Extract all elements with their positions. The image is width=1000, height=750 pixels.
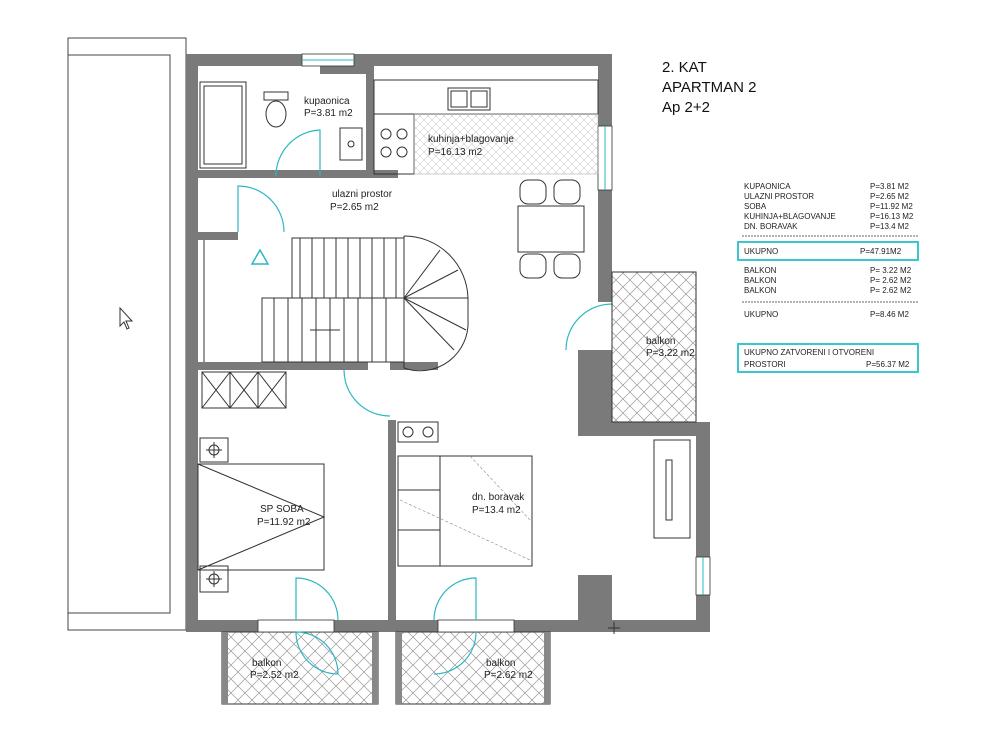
cooktop [397, 421, 439, 443]
room-area-balkon-left: P=2.52 m2 [250, 670, 299, 681]
table-row-name: BALKON [744, 286, 777, 295]
plan-title-apartment: APARTMAN 2 [662, 79, 756, 96]
room-area-kupaonica: P=3.81 m2 [304, 108, 353, 119]
room-name-balkon-right: balkon [646, 336, 675, 347]
grand-total-line2: PROSTORI [744, 360, 786, 369]
entrance-marker-icon [250, 248, 270, 265]
balcony-bottom-left [221, 631, 379, 705]
toilet [263, 91, 289, 128]
staircase [203, 235, 469, 372]
table-row-value: P= 3.22 M2 [870, 266, 912, 275]
balcony-door-right [565, 303, 613, 351]
balcony-right [611, 271, 697, 423]
total-value: P=47.91M2 [860, 247, 902, 256]
table-row-name: DN. BORAVAK [744, 222, 798, 231]
plan-title-type: Ap 2+2 [662, 99, 710, 116]
room-name-soba: SP SOBA [260, 504, 304, 515]
total-name: UKUPNO [744, 247, 778, 256]
table-row-name: KUHINJA+BLAGOVANJE [744, 212, 836, 221]
room-name-kupaonica: kupaonica [304, 96, 350, 107]
adjacent-building [67, 37, 187, 631]
room-area-soba: P=11.92 m2 [257, 517, 311, 528]
table-row-name: SOBA [744, 202, 767, 211]
dimension-marker [608, 622, 620, 634]
bathtub [199, 81, 247, 169]
table-row-name: KUPAONICA [744, 182, 791, 191]
table-row-value: P= 2.62 M2 [870, 286, 912, 295]
balcony-bottom-right [395, 631, 551, 705]
room-name-ulazni: ulazni prostor [332, 189, 393, 200]
grand-total-line1: UKUPNO ZATVORENI I OTVORENI [744, 348, 874, 357]
table-row-value: P=13.4 M2 [870, 222, 909, 231]
grand-total-highlight [737, 343, 919, 373]
area-table: KUPAONICA P=3.81 M2 ULAZNI PROSTOR P=2.6… [737, 182, 919, 373]
dining-table [517, 179, 585, 279]
room-name-balkon-mid: balkon [486, 658, 515, 669]
table-row-value: P= 2.62 M2 [870, 276, 912, 285]
room-name-balkon-left: balkon [252, 658, 281, 669]
table-row-name: BALKON [744, 276, 777, 285]
kitchen-counter [373, 79, 599, 175]
double-bed [197, 437, 326, 593]
plan-title-floor: 2. KAT [662, 59, 707, 76]
bathroom-door [275, 129, 321, 177]
balcony-total-value: P=8.46 M2 [870, 310, 909, 319]
table-row-name: ULAZNI PROSTOR [744, 192, 814, 201]
windows [301, 53, 711, 596]
grand-total-value: P=56.37 M2 [866, 360, 910, 369]
wardrobe [201, 371, 287, 409]
balcony-doors-bottom [257, 577, 515, 675]
cursor-icon [119, 306, 134, 330]
tv-unit [653, 439, 691, 539]
sofa [397, 455, 533, 567]
table-row-value: P=2.65 M2 [870, 192, 909, 201]
bedroom-door [343, 369, 391, 417]
room-area-boravak: P=13.4 m2 [472, 505, 521, 516]
room-area-balkon-mid: P=2.62 m2 [484, 670, 533, 681]
table-row-value: P=3.81 M2 [870, 182, 909, 191]
balcony-total-name: UKUPNO [744, 310, 778, 319]
entry-door [237, 185, 285, 233]
table-row-value: P=16.13 M2 [870, 212, 914, 221]
inner-walls [198, 66, 438, 620]
room-area-ulazni: P=2.65 m2 [330, 202, 379, 213]
table-row-value: P=11.92 M2 [870, 202, 913, 211]
room-name-boravak: dn. boravak [472, 492, 525, 503]
total-highlight [737, 241, 919, 261]
room-area-balkon-right: P=3.22 m2 [646, 348, 695, 359]
room-area-kuhinja: P=16.13 m2 [428, 147, 483, 158]
room-name-kuhinja: kuhinja+blagovanje [428, 134, 514, 145]
sink [339, 127, 363, 161]
table-row-name: BALKON [744, 266, 777, 275]
